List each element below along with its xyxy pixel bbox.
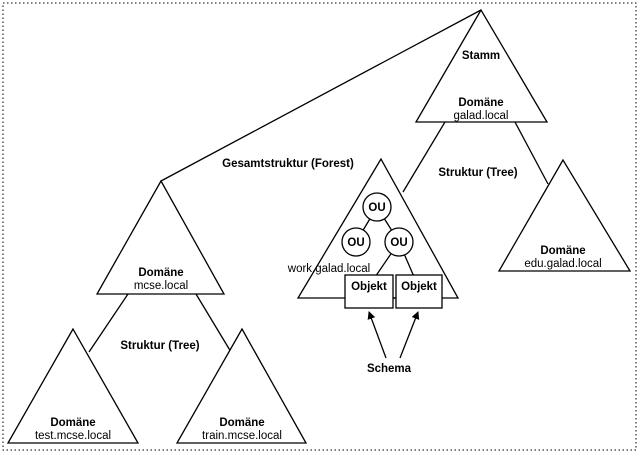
- mcse-domain-title: Domäne: [138, 267, 183, 279]
- forest-label: Gesamtstruktur (Forest): [222, 158, 354, 170]
- ou-circle-top: [362, 192, 392, 222]
- train-domain-triangle: [175, 327, 308, 444]
- test-domain-title: Domäne: [50, 417, 95, 429]
- mcse-domain-name: mcse.local: [134, 280, 188, 292]
- ou-label-left: OU: [347, 237, 364, 249]
- ou-circle-left: [341, 227, 371, 257]
- edu-domain-title: Domäne: [540, 245, 585, 257]
- object-label-right: Objekt: [401, 281, 437, 293]
- dotted-frame: [2, 2, 637, 451]
- train-domain-name: train.mcse.local: [202, 430, 282, 442]
- edu-domain-name: edu.galad.local: [524, 258, 601, 270]
- edu-domain-triangle: [497, 158, 632, 272]
- tree-link-edu-line: [514, 121, 549, 185]
- schema-arrow-left: [367, 311, 387, 359]
- schema-arrow-right: [399, 311, 420, 359]
- mcse-domain-triangle: [95, 179, 226, 295]
- object-label-left: Objekt: [351, 281, 387, 293]
- schema-label: Schema: [367, 363, 412, 375]
- test-domain-triangle: [6, 327, 140, 444]
- tree-label-upper: Struktur (Tree): [438, 167, 517, 179]
- root-domain-triangle: [414, 8, 549, 123]
- test-domain-name: test.mcse.local: [35, 430, 111, 442]
- stamm-label: Stamm: [462, 50, 500, 62]
- ou-circle-right: [384, 227, 414, 257]
- ou-label-right: OU: [390, 237, 407, 249]
- tree-link-train-line: [195, 293, 235, 358]
- tree-link-test-line: [88, 293, 129, 353]
- root-domain-title: Domäne: [458, 97, 503, 109]
- tree-link-work-line: [402, 121, 446, 193]
- root-domain-name: galad.local: [454, 110, 509, 122]
- forest-link-line: [160, 9, 482, 182]
- object-box-right: [395, 274, 443, 309]
- tree-label-lower: Struktur (Tree): [120, 340, 199, 352]
- ou-label-top: OU: [368, 202, 385, 214]
- object-box-left: [344, 274, 394, 309]
- train-domain-title: Domäne: [219, 417, 264, 429]
- work-domain-name: work.galad.local: [287, 263, 370, 275]
